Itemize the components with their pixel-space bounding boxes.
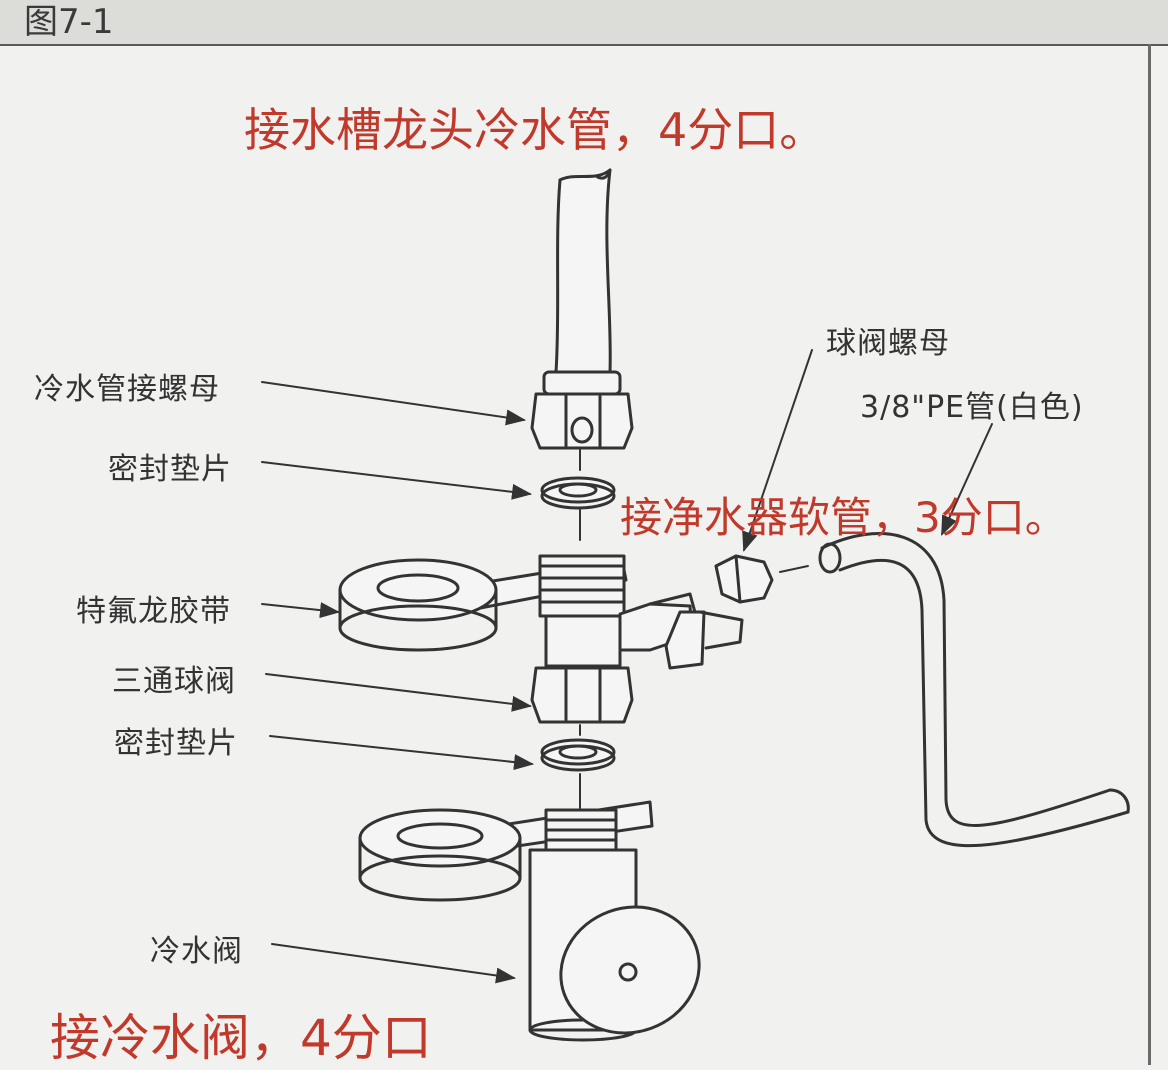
label-seal-gasket-1: 密封垫片: [108, 452, 232, 487]
frame-border: [1148, 44, 1151, 1065]
seal-gasket-1-shape: [540, 476, 616, 510]
annotation-top: 接水槽龙头冷水管，4分口。: [244, 103, 826, 157]
label-seal-gasket-2: 密封垫片: [114, 726, 238, 761]
pe-pipe-shape: [818, 532, 1130, 848]
ball-valve-nut-shape: [714, 554, 774, 604]
cold-pipe-nut-shape: [530, 370, 634, 450]
tee-ball-valve-shape: [530, 554, 744, 724]
leader-lines: [261, 349, 993, 984]
annotation-right: 接净水器软管，3分口。: [620, 493, 1067, 542]
cold-valve-shape: [528, 808, 701, 1042]
seal-gasket-2-shape: [540, 738, 616, 772]
figure-label: 图7-1: [24, 2, 114, 42]
label-cold-pipe-nut: 冷水管接螺母: [34, 372, 220, 407]
label-teflon-tape: 特氟龙胶带: [76, 594, 231, 629]
annotation-bottom: 接冷水阀，4分口: [50, 1009, 432, 1067]
label-pe-pipe: 3/8"PE管(白色): [860, 390, 1084, 425]
label-cold-valve: 冷水阀: [150, 934, 243, 969]
cold-water-hose: [554, 168, 612, 374]
label-ball-valve-nut: 球阀螺母: [826, 326, 950, 361]
label-tee-ball-valve: 三通球阀: [112, 664, 236, 699]
header-band: 图7-1: [0, 0, 1168, 46]
